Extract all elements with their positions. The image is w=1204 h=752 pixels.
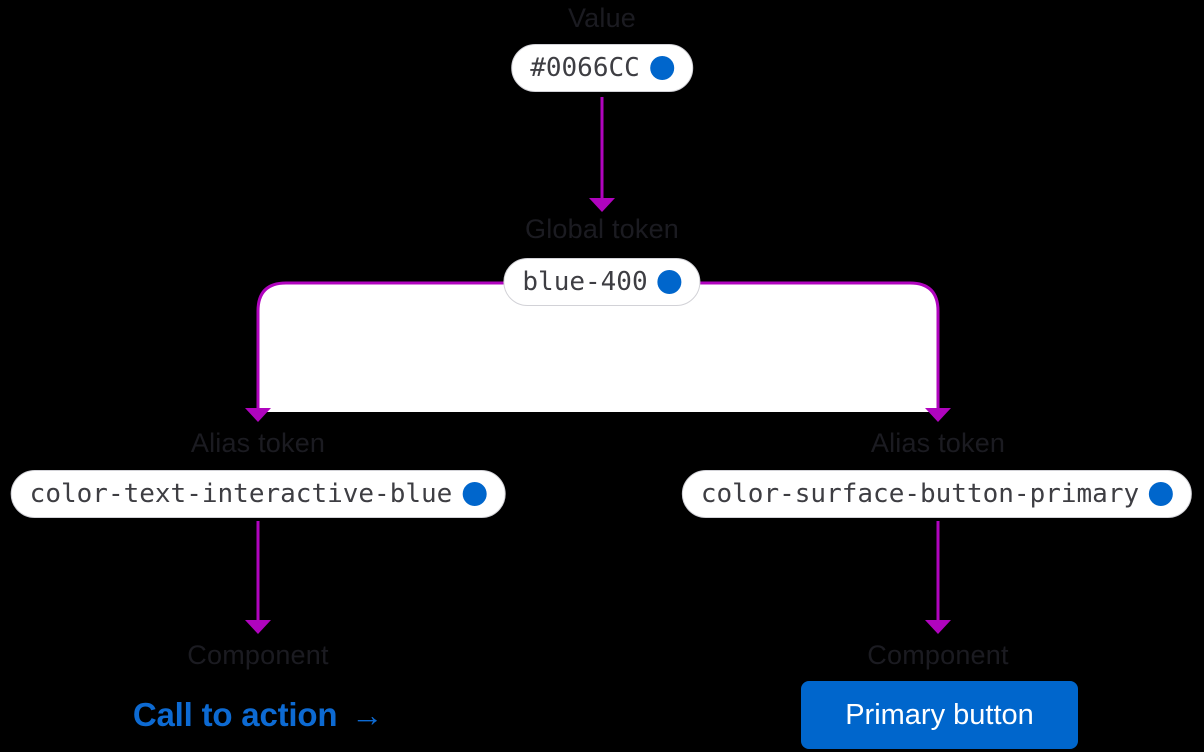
value-label: Value [567,3,637,33]
arrow-bracket-left-head [245,408,271,422]
arrow-alias-right-head [925,620,951,634]
alias-token-left-label: Alias token [190,428,326,458]
alias-token-right-chip: color-surface-button-primary [681,470,1193,518]
value-chip-text: #0066CC [530,53,640,83]
blue-color-swatch-icon [657,270,682,294]
alias-token-right-label: Alias token [870,428,1006,458]
blue-color-swatch-icon [649,56,674,80]
arrow-right-icon: → [351,696,384,733]
blue-color-swatch-icon [462,482,487,506]
component-right-label: Component [867,640,1009,670]
alias-token-left-chip-text: color-text-interactive-blue [29,479,453,509]
global-token-label: Global token [525,214,679,244]
arrow-alias-left-head [245,620,271,634]
bracket-fill [258,283,938,412]
primary-button[interactable]: Primary button [801,681,1078,749]
alias-token-right-chip-text: color-surface-button-primary [700,479,1140,509]
arrow-value-to-global-head [589,198,615,212]
global-token-chip: blue-400 [503,258,701,306]
alias-token-left-chip: color-text-interactive-blue [10,470,506,518]
value-chip: #0066CC [511,44,693,92]
arrow-bracket-right-head [925,408,951,422]
global-token-chip-text: blue-400 [522,267,648,297]
call-to-action-text: Call to action [132,696,338,733]
component-left-label: Component [187,640,329,670]
call-to-action-link[interactable]: Call to action → [133,696,383,734]
blue-color-swatch-icon [1149,482,1174,506]
